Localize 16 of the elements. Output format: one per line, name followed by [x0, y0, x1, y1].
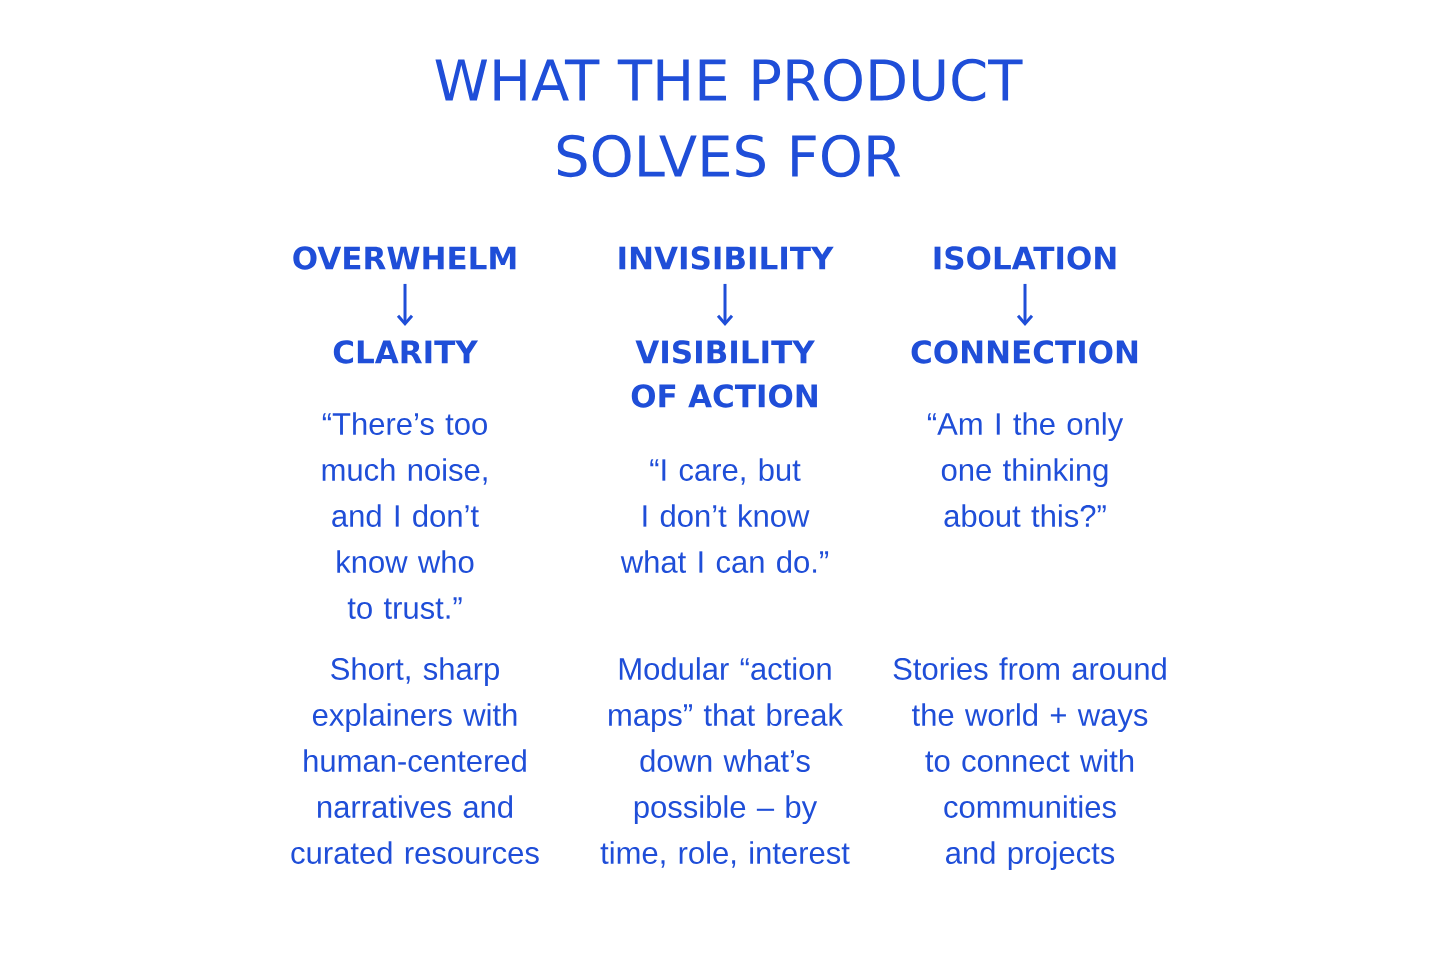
arrow	[716, 283, 734, 326]
heading: ISOLATION	[934, 246, 1116, 270]
arrow	[1016, 283, 1034, 326]
heading: CONNECTION	[911, 340, 1138, 364]
heading: VISIBILITY OF ACTION	[631, 340, 817, 408]
description-text: Modular “action maps” that break down what’s possible – by time, role, interest	[600, 657, 850, 868]
quote-text: “Am I the only one thinking about this?”	[927, 412, 1124, 527]
description-text: Stories from around the world + ways to connect with communities and projects	[893, 657, 1166, 871]
arrow	[396, 283, 414, 326]
quote-text: “I care, but I don’t know what I can do.”	[620, 458, 829, 573]
heading: OVERWHELM	[293, 246, 516, 270]
title: WHAT THE PRODUCT SOLVES FOR	[435, 58, 1023, 178]
heading: INVISIBILITY	[619, 246, 834, 270]
heading: CLARITY	[333, 340, 479, 364]
quote-text: “There’s too much noise, and I don’t know who to trust.”	[322, 412, 487, 619]
description-text: Short, sharp explainers with human-centered narratives and curated resources	[291, 657, 539, 864]
